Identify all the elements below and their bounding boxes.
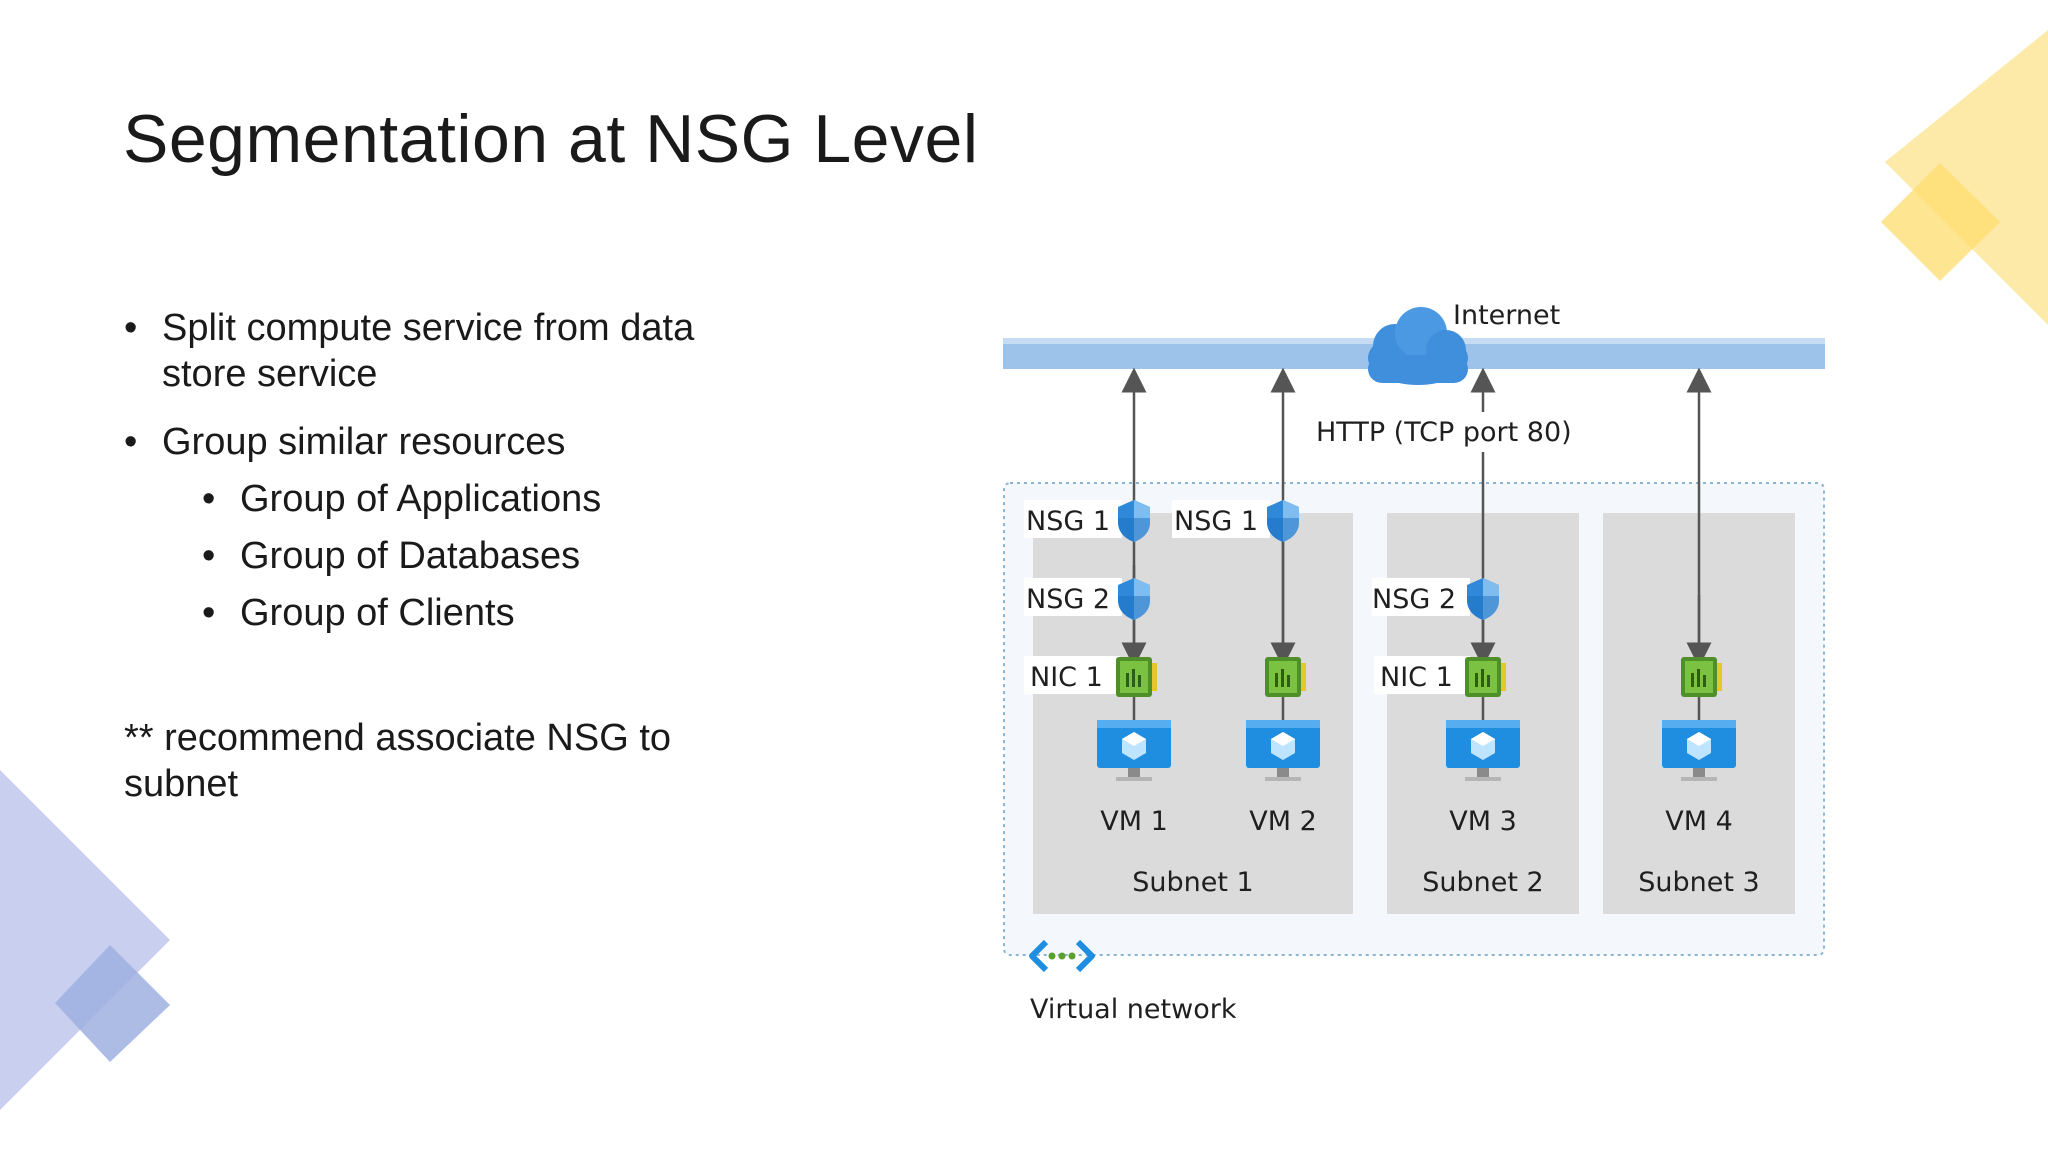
nsg1-label-subnet1-vm1: NSG 1 (1026, 506, 1110, 537)
vm3-label: VM 3 (1449, 806, 1517, 837)
subnet3-label: Subnet 3 (1638, 867, 1759, 898)
nic-icon (1265, 657, 1306, 697)
slide-title: Segmentation at NSG Level (123, 101, 979, 177)
subnet1-label: Subnet 1 (1132, 867, 1253, 898)
bullet-item: Split compute service from data store se… (124, 305, 764, 397)
bullet-list: Split compute service from data store se… (124, 305, 764, 647)
sub-bullet-item: Group of Applications (124, 476, 764, 522)
internet-label: Internet (1453, 300, 1560, 331)
nsg2-label-vm3: NSG 2 (1372, 584, 1456, 615)
nic-icon (1681, 657, 1722, 697)
nic-icon (1465, 657, 1506, 697)
virtual-network-label: Virtual network (1030, 994, 1237, 1025)
subnet-1-box (1033, 513, 1353, 914)
virtual-network-icon (1029, 939, 1095, 973)
bullet-item: Group similar resources (124, 419, 764, 465)
recommendation-note: ** recommend associate NSG to subnet (124, 717, 672, 805)
vm4-label: VM 4 (1665, 806, 1733, 837)
sub-bullet-item: Group of Databases (124, 533, 764, 579)
nic-icon (1116, 657, 1157, 697)
cloud-icon (1368, 307, 1468, 385)
subnet2-label: Subnet 2 (1422, 867, 1543, 898)
nsg2-label-vm1: NSG 2 (1026, 584, 1110, 615)
nsg1-label-subnet1-vm2: NSG 1 (1174, 506, 1258, 537)
nic-label-vm3: NIC 1 (1380, 662, 1453, 693)
nic-label-vm1: NIC 1 (1030, 662, 1103, 693)
sub-bullet-item: Group of Clients (124, 590, 764, 636)
http-port-label: HTTP (TCP port 80) (1316, 417, 1572, 448)
vm1-label: VM 1 (1100, 806, 1168, 837)
vm2-label: VM 2 (1249, 806, 1317, 837)
